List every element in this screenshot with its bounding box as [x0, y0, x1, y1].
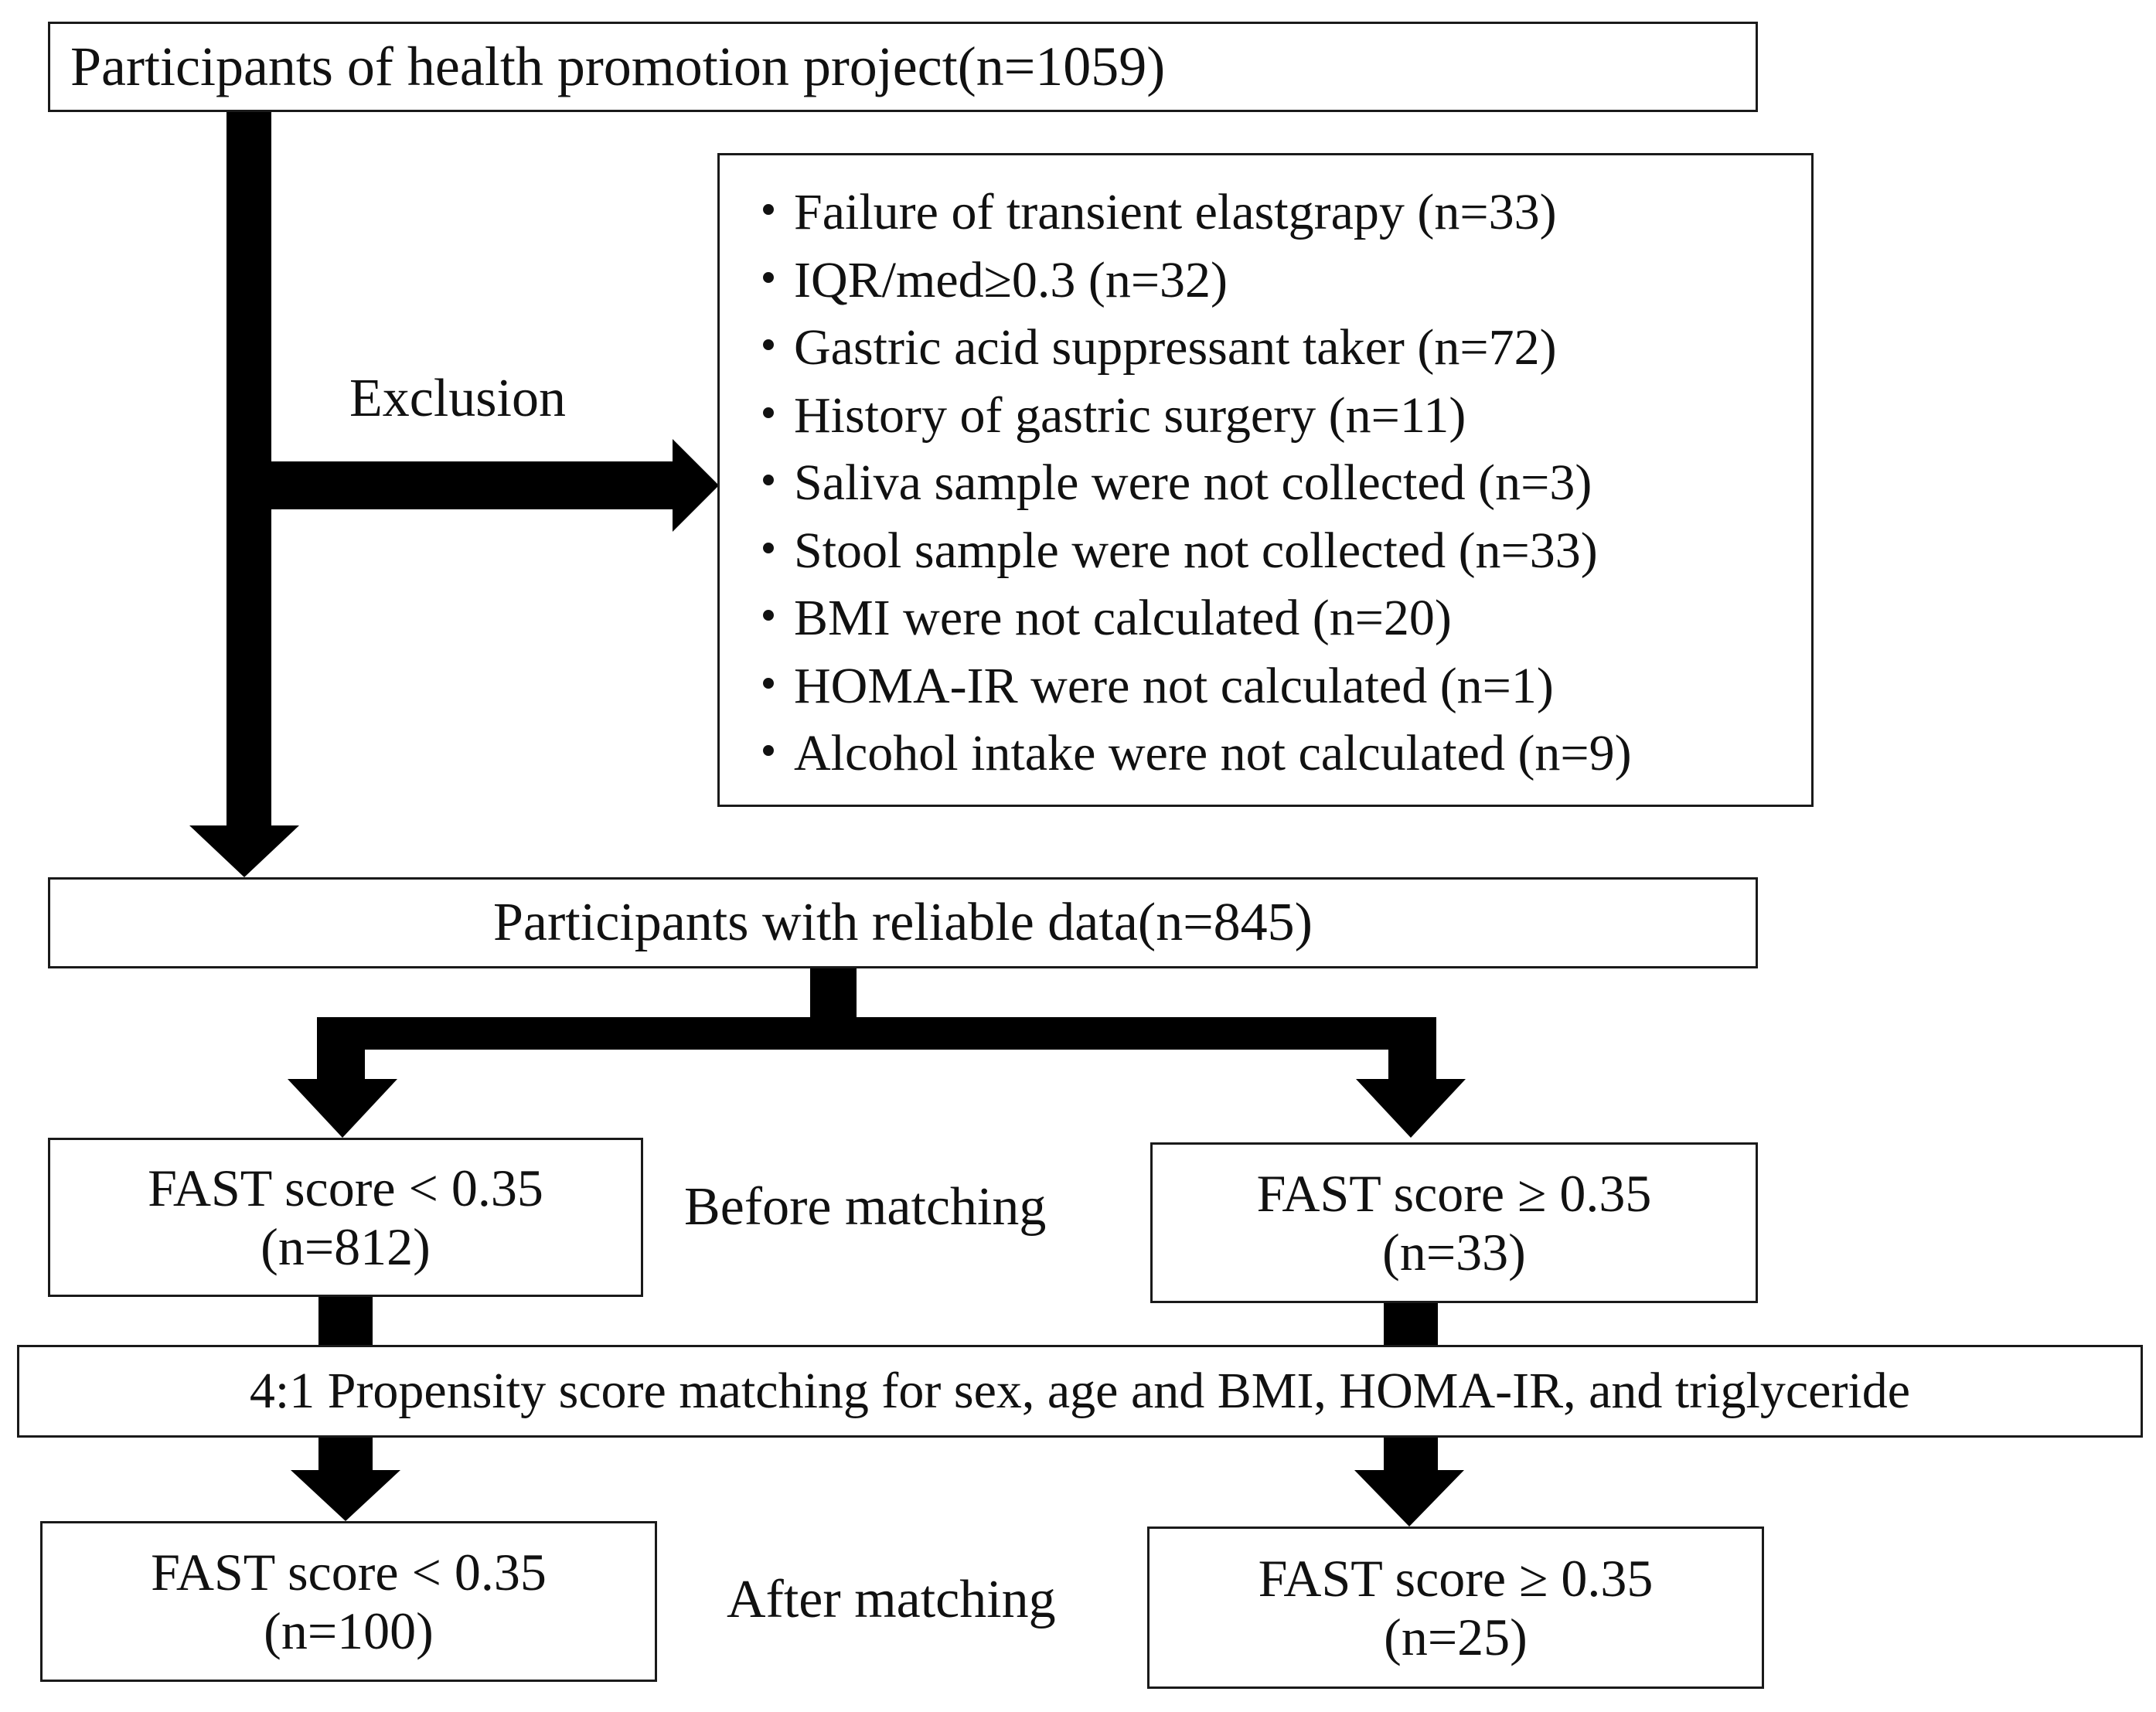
box-after-fast-high-line1: FAST score ≥ 0.35: [1258, 1548, 1654, 1608]
exclusion-item: ・Failure of transient elastgrapy (n=33): [743, 184, 1557, 240]
exclusion-item: ・BMI were not calculated (n=20): [743, 590, 1452, 646]
match-to-right-arrowhead: [1354, 1470, 1464, 1527]
split-stub: [810, 968, 857, 1019]
box-reliable-data: Participants with reliable data(n=845): [48, 877, 1758, 968]
box-propensity-matching: 4:1 Propensity score matching for sex, a…: [17, 1345, 2143, 1438]
box-before-fast-low: FAST score < 0.35 (n=812): [48, 1138, 643, 1297]
box-after-fast-low: FAST score < 0.35 (n=100): [40, 1521, 657, 1682]
left-to-match-shaft: [318, 1295, 373, 1346]
exclusion-item: ・IQR/med≥0.3 (n=32): [743, 251, 1228, 308]
exclusion-shaft: [271, 461, 675, 509]
exclusion-item: ・Alcohol intake were not calculated (n=9…: [743, 725, 1632, 781]
label-after-matching: After matching: [727, 1570, 1056, 1629]
match-to-left-shaft: [318, 1438, 373, 1472]
exclusion-arrowhead: [673, 439, 719, 532]
split-right-arrowhead: [1356, 1079, 1466, 1138]
match-to-left-arrowhead: [291, 1470, 400, 1521]
box-before-fast-high-line2: (n=33): [1382, 1223, 1526, 1281]
box-after-fast-low-line2: (n=100): [264, 1601, 434, 1660]
box-propensity-matching-text: 4:1 Propensity score matching for sex, a…: [249, 1363, 1911, 1420]
match-to-right-shaft: [1384, 1438, 1438, 1472]
box-participants-total-text: Participants of health promotion project…: [70, 36, 1166, 98]
main-arrowhead: [189, 825, 299, 877]
exclusion-item: ・Gastric acid suppressant taker (n=72): [743, 319, 1557, 376]
box-after-fast-high: FAST score ≥ 0.35 (n=25): [1147, 1527, 1764, 1689]
exclusion-item: ・Stool sample were not collected (n=33): [743, 522, 1598, 579]
box-after-fast-low-line1: FAST score < 0.35: [151, 1542, 547, 1601]
box-after-fast-high-line2: (n=25): [1384, 1608, 1528, 1666]
label-exclusion: Exclusion: [349, 369, 566, 428]
exclusion-item: ・Saliva sample were not collected (n=3): [743, 454, 1592, 511]
box-before-fast-low-line2: (n=812): [261, 1217, 431, 1276]
exclusion-item: ・History of gastric surgery (n=11): [743, 386, 1466, 444]
box-before-fast-high-line1: FAST score ≥ 0.35: [1256, 1163, 1652, 1223]
box-participants-total: Participants of health promotion project…: [48, 22, 1758, 112]
main-shaft: [226, 112, 271, 827]
split-left-shaft: [317, 1017, 365, 1081]
label-before-matching: Before matching: [684, 1177, 1047, 1237]
split-right-shaft: [1388, 1017, 1436, 1081]
box-before-fast-low-line1: FAST score < 0.35: [148, 1158, 543, 1217]
split-bar: [317, 1017, 1436, 1050]
box-exclusion-criteria: ・Failure of transient elastgrapy (n=33) …: [717, 153, 1814, 807]
right-to-match-shaft: [1384, 1302, 1438, 1346]
box-reliable-data-text: Participants with reliable data(n=845): [493, 892, 1313, 952]
split-left-arrowhead: [288, 1079, 397, 1138]
exclusion-item: ・HOMA-IR were not calculated (n=1): [743, 657, 1554, 714]
box-before-fast-high: FAST score ≥ 0.35 (n=33): [1150, 1142, 1758, 1303]
